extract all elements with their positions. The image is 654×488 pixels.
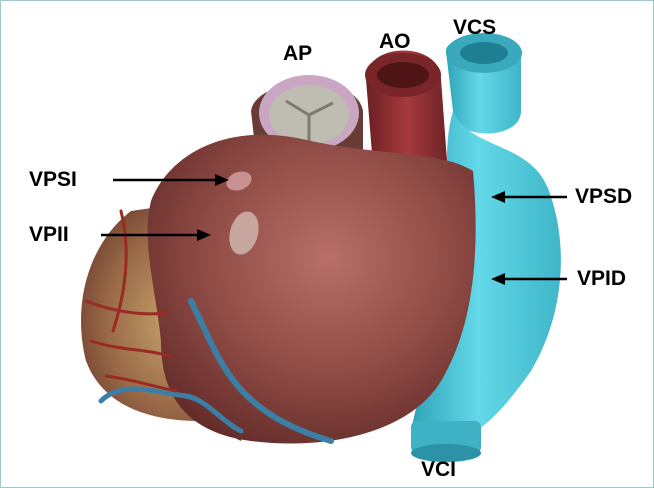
superior-vena-cava: [446, 33, 522, 134]
label-ao: AO: [379, 31, 411, 52]
label-vpsd: VPSD: [575, 186, 632, 207]
inferior-vena-cava: [411, 421, 481, 462]
label-vpid: VPID: [577, 268, 626, 289]
label-ap: AP: [283, 43, 312, 64]
label-vpsi: VPSI: [29, 169, 77, 190]
label-vcs: VCS: [453, 17, 496, 38]
label-vci: VCI: [421, 459, 456, 480]
aorta: [365, 51, 447, 167]
label-vpii: VPII: [29, 224, 69, 245]
